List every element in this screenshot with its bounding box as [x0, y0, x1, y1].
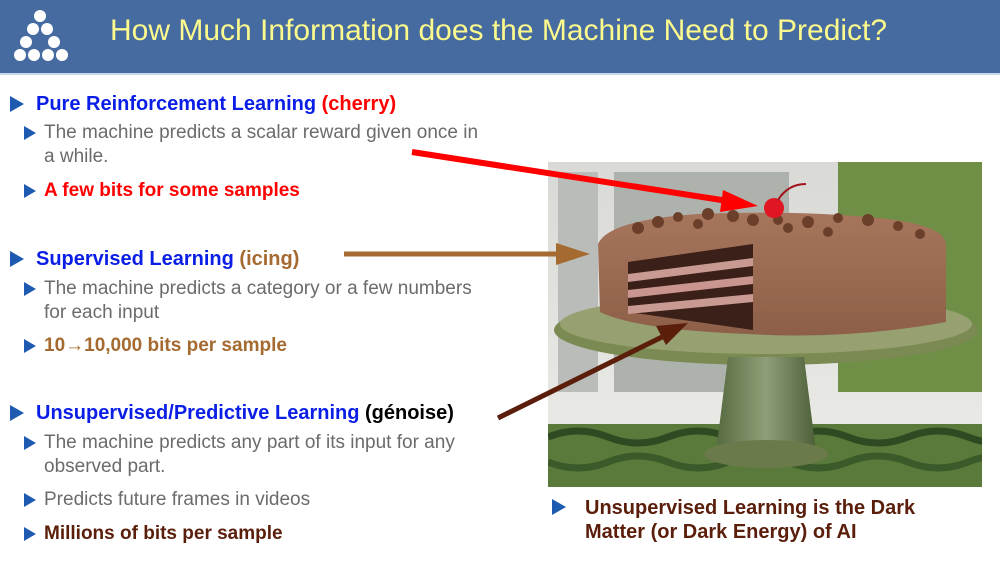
heading-tag-icing: (icing) [239, 248, 300, 270]
section-heading-unsupervised: Unsupervised/Predictive Learning (génois… [36, 402, 454, 425]
point-text-millions-bits: Millions of bits per sample [44, 523, 283, 544]
heading-tag-genoise: (génoise) [365, 402, 454, 424]
point-text: The machine predicts a category or a few… [44, 278, 472, 299]
caption-line-1: Unsupervised Learning is the Dark [585, 497, 916, 519]
bullet-icon [24, 184, 36, 198]
heading-tag-cherry: (cherry) [321, 93, 397, 115]
slide-title: How Much Information does the Machine Ne… [110, 14, 888, 47]
point-text: The machine predicts any part of its inp… [44, 432, 455, 453]
heading-text: Unsupervised/Predictive Learning [36, 402, 360, 424]
cake-photo [548, 162, 982, 487]
bullet-icon [24, 493, 36, 507]
bullet-icon [24, 527, 36, 541]
cake-illustration [548, 162, 982, 487]
section-heading-supervised: Supervised Learning (icing) [36, 248, 299, 271]
point-text: The machine predicts a scalar reward giv… [44, 122, 479, 143]
bullet-icon [10, 96, 24, 112]
bullet-icon [24, 339, 36, 353]
point-text-bits-per-sample: 10→10,000 bits per sample [44, 335, 287, 356]
bullet-icon [24, 282, 36, 296]
dot-triangle-logo-icon [14, 10, 68, 61]
heading-text: Supervised Learning [36, 248, 234, 270]
bullet-icon [10, 251, 24, 267]
point-text-few-bits: A few bits for some samples [44, 180, 300, 201]
point-text: observed part. [44, 456, 166, 477]
point-text: for each input [44, 302, 160, 323]
caption-line-2: Matter (or Dark Energy) of AI [585, 521, 857, 543]
caption: Unsupervised Learning is the Dark Matter… [585, 496, 985, 544]
bullet-icon [10, 405, 24, 421]
point-text: Predicts future frames in videos [44, 489, 311, 510]
bullet-icon [24, 126, 36, 140]
heading-text: Pure Reinforcement Learning [36, 93, 317, 115]
slide-header: How Much Information does the Machine Ne… [0, 0, 1000, 75]
bullet-icon [24, 436, 36, 450]
bullet-icon [552, 499, 566, 515]
section-heading-reinforcement: Pure Reinforcement Learning (cherry) [36, 93, 396, 116]
point-text: a while. [44, 146, 109, 167]
